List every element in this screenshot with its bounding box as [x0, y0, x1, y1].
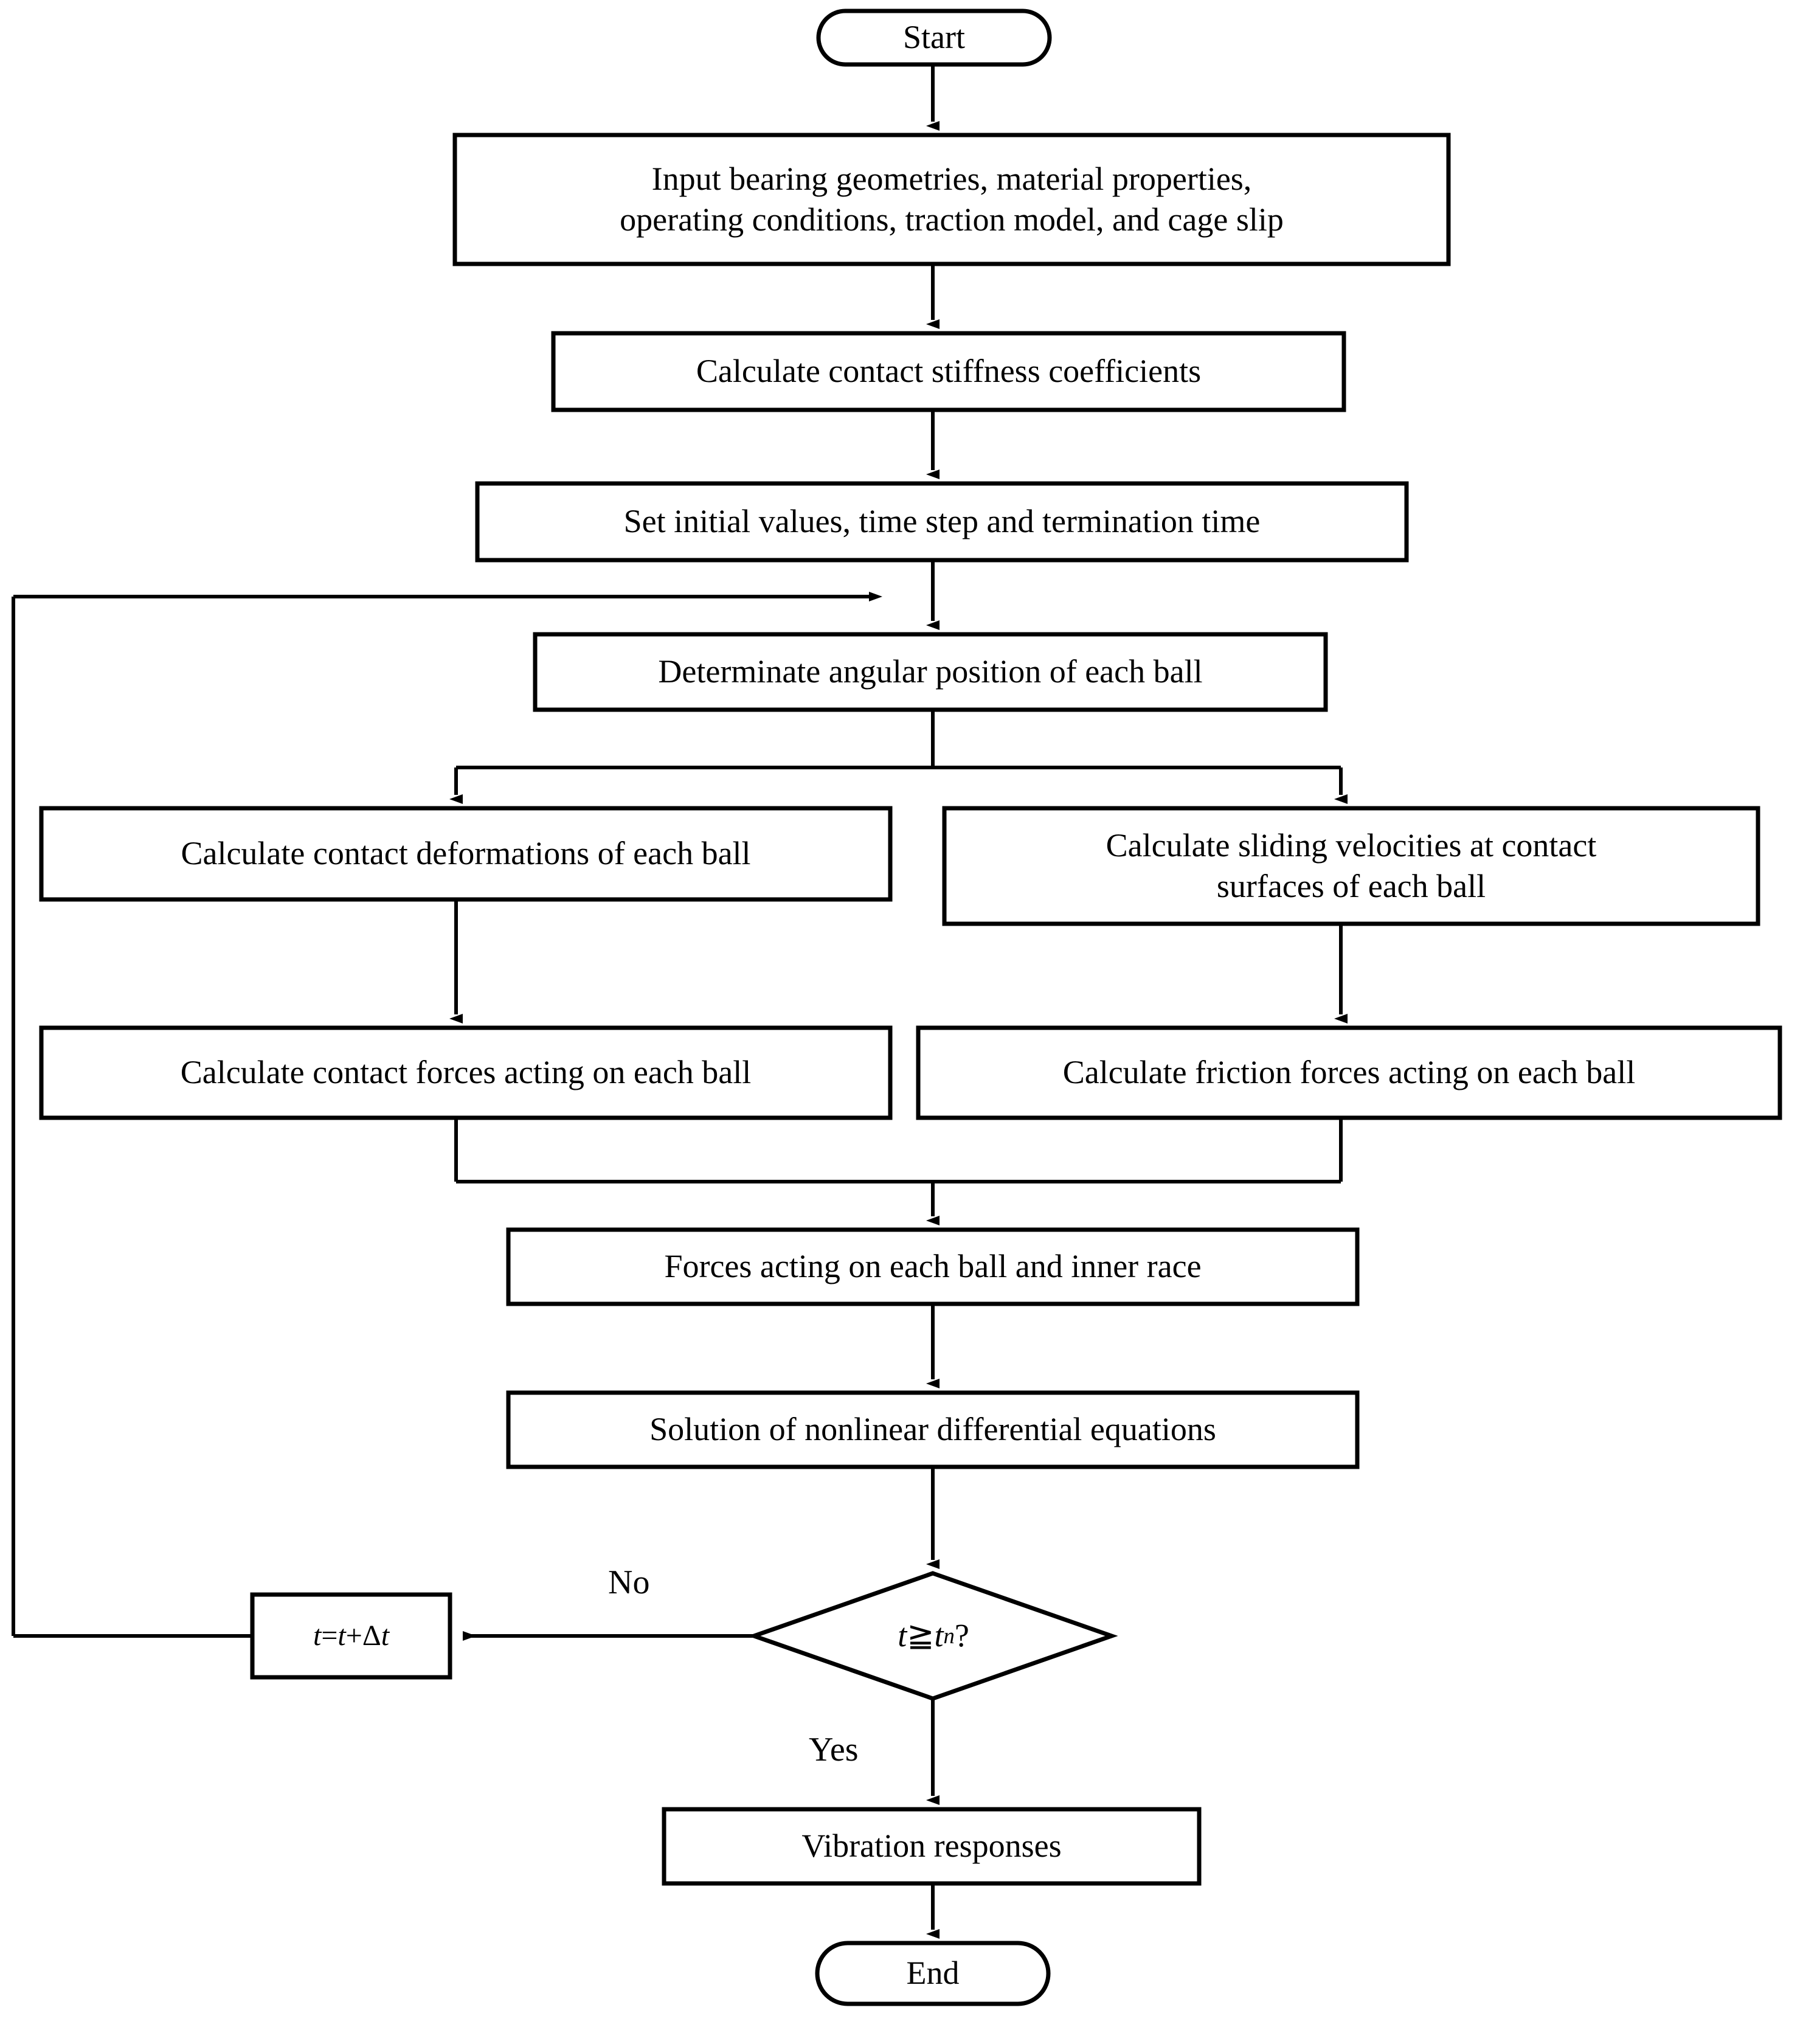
node-contact-forces-shape [39, 1025, 893, 1120]
node-stiffness-shape [551, 331, 1346, 412]
node-initial-shape [475, 481, 1409, 563]
node-increment-shape [250, 1592, 452, 1680]
node-input-shape [452, 133, 1451, 266]
node-start-shape [816, 9, 1052, 67]
edge-label-no: No [608, 1564, 650, 1601]
node-angular-shape [533, 632, 1328, 712]
node-deformations-shape [39, 806, 893, 902]
node-vibration-shape [662, 1807, 1202, 1886]
node-decision-shape [747, 1571, 1118, 1701]
node-solution-shape [506, 1390, 1360, 1469]
node-friction-forces-shape [916, 1025, 1782, 1120]
node-sliding-shape [942, 806, 1760, 926]
edge-label-yes: Yes [809, 1731, 859, 1769]
node-forces-total-shape [506, 1227, 1360, 1306]
node-end-shape [815, 1941, 1051, 2006]
